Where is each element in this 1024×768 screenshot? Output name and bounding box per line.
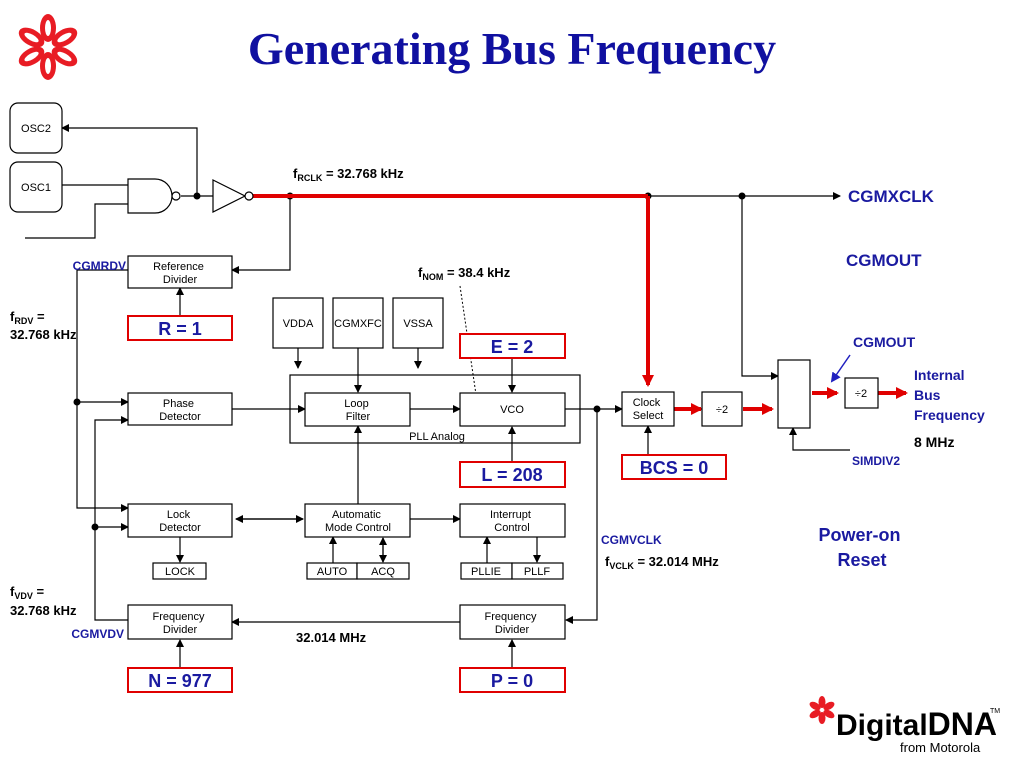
cgmxfc-block: CGMXFC (334, 318, 382, 330)
simdiv2-label: SIMDIV2 (852, 454, 900, 468)
acq-bit: ACQ (371, 566, 395, 578)
fvdv-value: 32.768 kHz (10, 603, 77, 618)
interrupt-control-block: Interrupt Control (490, 509, 534, 534)
pllf-bit: PLLF (524, 566, 551, 578)
param-r: R = 1 (158, 319, 202, 339)
phase-detector-block: Phase Detector (159, 398, 201, 423)
digital-dna-logo: DigitalDNA TM from Motorola (809, 696, 1000, 755)
bus-frequency-value: 8 MHz (914, 434, 954, 450)
frclk-label: fRCLK = 32.768 kHz (293, 166, 404, 183)
clock-select-block: Clock Select (633, 397, 664, 422)
vco-block: VCO (500, 404, 524, 416)
cgmout-small-label: CGMOUT (853, 334, 916, 350)
vssa-block: VSSA (403, 318, 433, 330)
svg-text:DigitalDNA: DigitalDNA (836, 706, 997, 742)
pll-analog-label: PLL Analog (409, 431, 465, 443)
cgmout-big-label: CGMOUT (846, 251, 922, 270)
fvclk-label: fVCLK = 32.014 MHz (605, 554, 719, 571)
param-l: L = 208 (481, 465, 542, 485)
svg-text:from Motorola: from Motorola (900, 740, 981, 755)
param-bcs: BCS = 0 (640, 458, 709, 478)
loop-filter-block: Loop Filter (344, 398, 372, 423)
automatic-mode-control-block: Automatic Mode Control (325, 509, 391, 534)
lock-detector-block: Lock Detector (159, 509, 201, 534)
internal-bus-frequency-label: Internal Bus Frequency (914, 367, 985, 423)
cgmrdv-label: CGMRDV (73, 259, 126, 273)
divide-by-2-block: ÷2 (716, 404, 728, 416)
lock-bit: LOCK (165, 566, 196, 578)
motorola-asterisk-icon (18, 14, 78, 80)
param-n: N = 977 (148, 671, 212, 691)
param-e: E = 2 (491, 337, 534, 357)
svg-text:TM: TM (990, 708, 1000, 715)
frdv-label: fRDV = (10, 309, 45, 326)
divide-by-2-output-block: ÷2 (855, 388, 867, 400)
osc1-block: OSC1 (21, 182, 51, 194)
buffer-gate (212, 179, 254, 213)
pllie-bit: PLLIE (471, 566, 501, 578)
page-title: Generating Bus Frequency (247, 23, 777, 74)
mid-frequency-label: 32.014 MHz (296, 630, 367, 645)
vdda-block: VDDA (283, 318, 314, 330)
frequency-divider-right-block: Frequency Divider (484, 611, 539, 636)
small-asterisk-icon (809, 696, 835, 724)
fnom-label: fNOM = 38.4 kHz (418, 265, 511, 282)
reference-divider-block: Reference Divider (153, 261, 207, 286)
frdv-value: 32.768 kHz (10, 327, 77, 342)
auto-bit: AUTO (317, 566, 348, 578)
frequency-divider-left-block: Frequency Divider (152, 611, 207, 636)
param-p: P = 0 (491, 671, 533, 691)
osc2-block: OSC2 (21, 123, 51, 135)
nand-gate (127, 178, 181, 214)
cgmxclk-label: CGMXCLK (848, 187, 935, 206)
cgmvdv-label: CGMVDV (71, 627, 124, 641)
power-on-reset-label: Power-on Reset (818, 525, 905, 570)
cgmvclk-label: CGMVCLK (601, 533, 662, 547)
fvdv-label: fVDV = (10, 584, 44, 601)
